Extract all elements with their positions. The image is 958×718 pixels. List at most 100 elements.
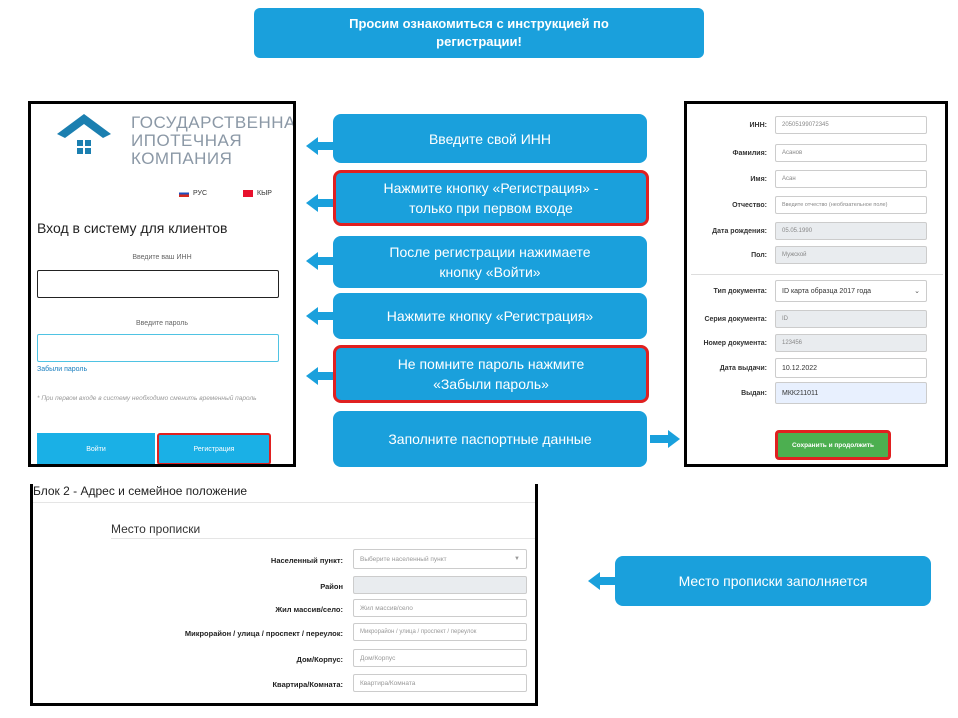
- callout-enter-inn-text: Введите свой ИНН: [428, 130, 552, 147]
- massiv-label: Жил массив/село:: [275, 605, 343, 614]
- register-button-label: Регистрация: [193, 445, 235, 453]
- callout-forgot-password: Не помните пароль нажмите «Забыли пароль»: [333, 345, 649, 403]
- callout-forgot-password-l2: «Забыли пароль»: [433, 376, 549, 392]
- lang-ky-label: КЫР: [257, 190, 272, 197]
- inn-field-label: ИНН:: [749, 122, 767, 129]
- series-label: Серия документа:: [704, 316, 767, 323]
- callout-passport-text: Заполните паспортные данные: [388, 431, 592, 447]
- banner-line1: Просим ознакомиться с инструкцией по: [349, 16, 609, 31]
- inn-label: Введите ваш ИНН: [132, 254, 192, 261]
- callout-press-register-text: Нажмите кнопку «Регистрация»: [386, 308, 594, 324]
- settlement-select[interactable]: Выберите населенный пункт ▼: [353, 549, 527, 569]
- apartment-field[interactable]: Квартира/Комната: [353, 674, 527, 692]
- callout-register-first-l1: Нажмите кнопку «Регистрация» -: [383, 180, 599, 196]
- logo-line1: ГОСУДАРСТВЕННАЯ: [131, 113, 296, 132]
- street-field[interactable]: Микрорайон / улица / проспект / переулок: [353, 623, 527, 641]
- sex-label: Пол:: [751, 252, 767, 259]
- lang-ru-label: РУС: [193, 190, 208, 197]
- issued-by-value: МКК211011: [782, 389, 819, 397]
- arrow-left-4: [306, 307, 336, 325]
- callout-forgot-password-l1: Не помните пароль нажмите: [397, 356, 585, 372]
- dob-label: Дата рождения:: [712, 228, 767, 235]
- arrow-left-1: [306, 137, 336, 155]
- logo-line2: ИПОТЕЧНАЯ: [131, 131, 243, 150]
- login-button-label: Войти: [86, 445, 106, 453]
- docnum-value: 123456: [782, 340, 803, 346]
- surname-field[interactable]: Асанов: [775, 144, 927, 162]
- name-field[interactable]: Асан: [775, 170, 927, 188]
- lang-ru-option[interactable]: РУС: [179, 190, 207, 197]
- district-field[interactable]: [353, 576, 527, 594]
- password-input[interactable]: [37, 334, 279, 362]
- doctype-label: Тип документа:: [713, 288, 767, 295]
- issued-by-label: Выдан:: [741, 390, 767, 397]
- logo-text: ГОСУДАРСТВЕННАЯ ИПОТЕЧНАЯ КОМПАНИЯ: [131, 113, 296, 168]
- issue-date-value: 10.12.2022: [782, 364, 818, 372]
- login-button[interactable]: Войти: [37, 433, 155, 464]
- house-placeholder: Дом/Корпус: [360, 654, 396, 662]
- temp-password-note: * При первом входе в систему необходимо …: [37, 395, 257, 402]
- divider: [691, 274, 943, 275]
- arrow-left-5: [306, 367, 336, 385]
- patronymic-field[interactable]: Введите отчество (необязательное поле): [775, 196, 927, 214]
- password-label: Введите пароль: [135, 320, 189, 327]
- doctype-value: ID карта образца 2017 года: [782, 287, 872, 295]
- apartment-placeholder: Квартира/Комната: [360, 679, 416, 687]
- callout-press-register: Нажмите кнопку «Регистрация»: [333, 293, 647, 339]
- issue-date-field[interactable]: 10.12.2022: [775, 358, 927, 378]
- surname-label: Фамилия:: [732, 150, 767, 157]
- instruction-banner: Просим ознакомиться с инструкцией по реги…: [254, 8, 704, 58]
- section-underline: [111, 538, 535, 539]
- series-field[interactable]: ID: [775, 310, 927, 328]
- inn-field-value: 20505199072345: [782, 122, 829, 128]
- inn-input[interactable]: [37, 270, 279, 298]
- dob-field[interactable]: 05.05.1990: [775, 222, 927, 240]
- massiv-placeholder: Жил массив/село: [360, 604, 413, 612]
- patronymic-label: Отчество:: [732, 202, 767, 209]
- arrow-left-3: [306, 252, 336, 270]
- apartment-label: Квартира/Комната:: [272, 680, 343, 689]
- login-heading: Вход в систему для клиентов: [37, 220, 228, 236]
- settlement-label: Населенный пункт:: [270, 556, 343, 565]
- register-button[interactable]: Регистрация: [157, 433, 271, 464]
- forgot-password-link[interactable]: Забыли пароль: [37, 366, 88, 373]
- surname-value: Асанов: [782, 150, 803, 156]
- save-continue-button[interactable]: Сохранить и продолжить: [775, 430, 891, 460]
- docnum-label: Номер документа:: [703, 340, 767, 347]
- lang-ky-option[interactable]: КЫР: [243, 190, 272, 197]
- name-value: Асан: [782, 176, 796, 182]
- patronymic-placeholder: Введите отчество (необязательное поле): [782, 202, 888, 208]
- issued-by-field[interactable]: МКК211011: [775, 382, 927, 404]
- house-label: Дом/Корпус:: [296, 655, 343, 664]
- massiv-field[interactable]: Жил массив/село: [353, 599, 527, 617]
- street-label: Микрорайон / улица / проспект / переулок…: [184, 629, 343, 638]
- inn-field[interactable]: 20505199072345: [775, 116, 927, 134]
- issue-date-label: Дата выдачи:: [719, 365, 767, 372]
- district-label: Район: [320, 582, 343, 591]
- doctype-select[interactable]: ID карта образца 2017 года ⌄: [775, 280, 927, 302]
- address-block-title: Блок 2 - Адрес и семейное положение: [33, 484, 248, 498]
- callout-register-first: Нажмите кнопку «Регистрация» -только при…: [333, 170, 649, 226]
- chevron-down-icon: ▼: [514, 556, 520, 562]
- banner-line2: регистрации!: [436, 34, 522, 49]
- login-panel: ГОСУДАРСТВЕННАЯ ИПОТЕЧНАЯ КОМПАНИЯ РУС К…: [28, 101, 296, 467]
- docnum-field[interactable]: 123456: [775, 334, 927, 352]
- house-logo-icon: [57, 114, 111, 154]
- callout-residence: Место прописки заполняется: [615, 556, 931, 606]
- sex-value: Мужской: [782, 252, 807, 258]
- house-field[interactable]: Дом/Корпус: [353, 649, 527, 667]
- arrow-left-2: [306, 194, 336, 212]
- arrow-right-passport: [650, 430, 680, 448]
- callout-after-register-l1: После регистрации нажимаете: [389, 244, 591, 260]
- chevron-down-icon: ⌄: [914, 288, 920, 295]
- series-value: ID: [782, 316, 788, 322]
- name-label: Имя:: [750, 176, 767, 183]
- residence-section-title: Место прописки: [111, 522, 201, 536]
- russia-flag-icon: [179, 190, 189, 197]
- address-title-underline: [33, 502, 535, 503]
- callout-passport: Заполните паспортные данные: [333, 411, 647, 467]
- settlement-placeholder: Выберите населенный пункт: [360, 555, 447, 563]
- sex-field[interactable]: Мужской: [775, 246, 927, 264]
- arrow-left-7: [588, 572, 618, 590]
- callout-after-register-l2: кнопку «Войти»: [439, 264, 541, 280]
